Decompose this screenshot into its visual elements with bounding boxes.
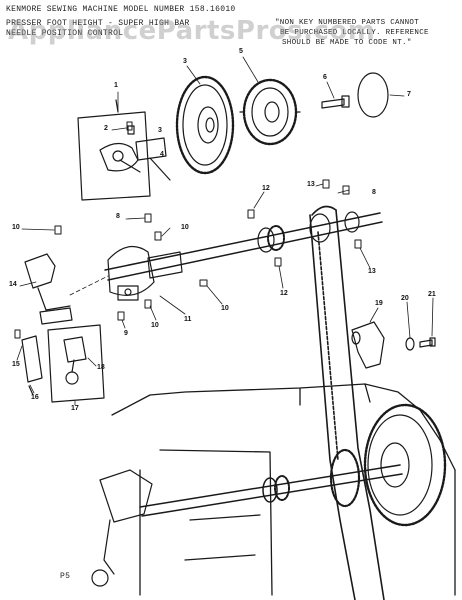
callout-8a: 8 (116, 213, 120, 220)
watermark: AppliancePartsPros.com (8, 16, 376, 46)
lower-shaft (139, 464, 403, 517)
callout-13b: 13 (368, 268, 376, 275)
main-shaft (104, 212, 383, 281)
callout-17: 17 (71, 405, 79, 412)
callout-14: 14 (9, 281, 17, 288)
part-20-washer (405, 337, 415, 351)
part-5-gear (239, 78, 301, 146)
callout-19: 19 (375, 300, 383, 307)
callout-10b: 10 (181, 224, 189, 231)
callout-11: 11 (184, 316, 192, 323)
part-19-bracket (351, 321, 385, 369)
page-code: P5 (60, 572, 71, 581)
callout-16: 16 (31, 394, 39, 401)
callout-12b: 12 (280, 290, 288, 297)
callout-10c: 10 (151, 322, 159, 329)
lower-crank (91, 469, 153, 587)
part-21-screw (419, 337, 436, 348)
header-left-line-1: PRESSER FOOT HEIGHT - SUPER HIGH BAR (6, 19, 190, 28)
part-3-gear (175, 75, 235, 175)
crank-assembly (107, 245, 183, 301)
lower-gear-assembly (329, 403, 447, 527)
callout-3a: 3 (158, 127, 162, 134)
diagram-title: KENMORE SEWING MACHINE MODEL NUMBER 158.… (6, 5, 236, 14)
header-right-line-1: "NON KEY NUMBERED PARTS CANNOT (275, 19, 420, 27)
part-14-linkage (24, 253, 73, 325)
callout-20: 20 (401, 295, 409, 302)
centerline (69, 275, 109, 296)
callout-4: 4 (160, 151, 164, 158)
callout-21: 21 (428, 291, 436, 298)
shaft-bushings (257, 211, 360, 253)
timing-belt (309, 205, 385, 600)
callout-5: 5 (239, 48, 243, 55)
callout-15: 15 (12, 361, 20, 368)
header-left-line-2: NEEDLE POSITION CONTROL (6, 29, 124, 38)
callout-3b: 3 (183, 58, 187, 65)
part-7-disc (357, 72, 389, 118)
callout-2: 2 (104, 125, 108, 132)
machine-body-outline (111, 383, 456, 596)
part-1-inset (77, 99, 171, 201)
callout-8b: 8 (372, 189, 376, 196)
callout-10d: 10 (221, 305, 229, 312)
callout-6: 6 (323, 74, 327, 81)
callout-18: 18 (97, 364, 105, 371)
callout-10a: 10 (12, 224, 20, 231)
header-right-line-3: SHOULD BE MADE TO CODE NT." (282, 39, 412, 47)
leader-lines (16, 56, 434, 406)
part-6-screw (321, 95, 350, 109)
part-17-inset (47, 324, 105, 403)
part-16-bracket (21, 335, 43, 396)
callout-13a: 13 (307, 181, 315, 188)
callout-1: 1 (114, 82, 118, 89)
header-right-line-2: BE PURCHASED LOCALLY. REFERENCE (280, 29, 429, 37)
callout-9: 9 (124, 330, 128, 337)
callout-12a: 12 (262, 185, 270, 192)
callout-7: 7 (407, 91, 411, 98)
